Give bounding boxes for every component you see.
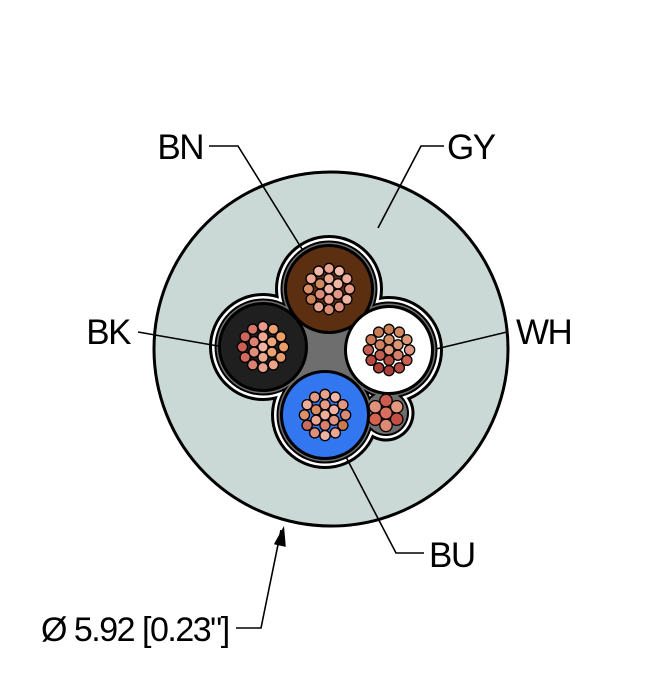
- copper-strand: [267, 323, 280, 335]
- wh-leader: [435, 331, 508, 350]
- copper-strand: [379, 393, 393, 408]
- label-wh: WH: [516, 313, 571, 352]
- copper-strand: [332, 288, 344, 300]
- copper-strand: [401, 354, 413, 367]
- copper-strand: [337, 419, 349, 432]
- copper-strand: [308, 427, 321, 439]
- copper-strand: [319, 429, 331, 442]
- copper-strand: [329, 427, 342, 439]
- copper-strand: [323, 262, 335, 275]
- copper-strand: [383, 323, 395, 336]
- copper-strand: [343, 283, 356, 295]
- bn-leader: [209, 145, 303, 250]
- copper-strand: [246, 359, 259, 371]
- copper-strand: [305, 272, 317, 285]
- copper-strand: [257, 361, 269, 374]
- copper-strand: [372, 326, 385, 338]
- copper-strand: [389, 412, 404, 427]
- copper-strand: [365, 354, 377, 367]
- copper-strand: [393, 362, 406, 374]
- dimension-label: Ø 5.92 [0.23"]: [41, 611, 229, 649]
- copper-strand: [339, 409, 352, 421]
- copper-strand: [337, 398, 349, 411]
- copper-strand: [275, 330, 287, 343]
- copper-strand: [277, 341, 290, 353]
- copper-strand: [362, 344, 375, 356]
- copper-strand: [301, 398, 313, 411]
- copper-strand: [341, 272, 353, 285]
- copper-strand: [308, 391, 321, 403]
- copper-strand: [319, 388, 331, 401]
- label-bk: BK: [86, 313, 131, 352]
- copper-strand: [236, 341, 249, 353]
- gy-leader: [377, 145, 444, 229]
- copper-strand: [275, 351, 287, 364]
- label-gy: GY: [447, 128, 496, 167]
- copper-strand: [302, 283, 315, 295]
- copper-strand: [368, 412, 383, 427]
- copper-strand: [239, 330, 251, 343]
- copper-strand: [298, 409, 311, 421]
- copper-strand: [267, 359, 280, 371]
- copper-strand: [403, 344, 416, 356]
- bk-leader: [137, 331, 219, 347]
- copper-strand: [328, 414, 340, 426]
- copper-strand: [246, 323, 259, 335]
- copper-strand: [389, 399, 404, 414]
- copper-strand: [365, 333, 377, 346]
- copper-strand: [329, 391, 342, 403]
- leader-lines-layer: [137, 145, 508, 629]
- bu-leader: [345, 456, 424, 554]
- dim-leader: [236, 529, 282, 629]
- copper-strand: [374, 339, 386, 351]
- copper-strand: [333, 301, 346, 313]
- copper-strand: [305, 293, 317, 306]
- copper-strand: [257, 320, 269, 333]
- copper-strand: [341, 293, 353, 306]
- copper-strand: [266, 346, 278, 358]
- copper-strand: [323, 303, 335, 316]
- copper-strand: [392, 349, 404, 361]
- copper-strand: [248, 336, 260, 348]
- copper-strand: [312, 301, 325, 313]
- copper-strand: [383, 364, 395, 377]
- label-bu: BU: [429, 536, 475, 575]
- copper-strand: [333, 265, 346, 277]
- copper-strand: [314, 278, 326, 290]
- copper-strand: [310, 404, 322, 416]
- copper-strand: [301, 419, 313, 432]
- label-bn: BN: [157, 128, 203, 167]
- copper-strand: [372, 362, 385, 374]
- copper-strand: [379, 418, 393, 433]
- copper-strand: [401, 333, 413, 346]
- copper-strand: [312, 265, 325, 277]
- copper-strand: [393, 326, 406, 338]
- strands-layer: [236, 262, 416, 442]
- copper-strand: [368, 399, 383, 414]
- dimension-arrowhead-icon: [273, 526, 286, 547]
- copper-strand: [239, 351, 251, 364]
